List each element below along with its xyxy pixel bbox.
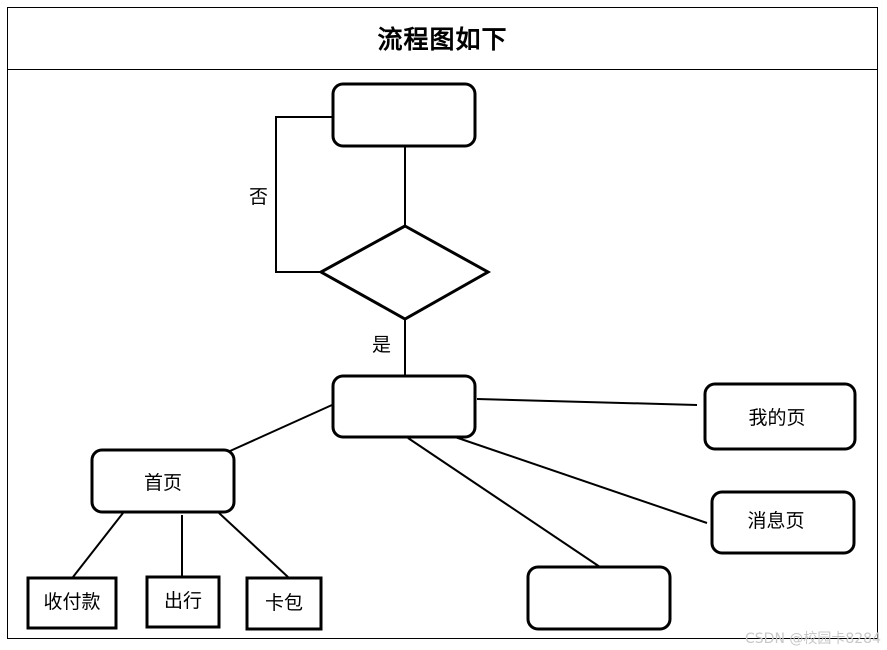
home-label: 首页	[144, 472, 182, 494]
payment-node	[26, 576, 118, 630]
cardpack-node	[245, 576, 323, 631]
hub-node	[331, 374, 477, 439]
travel-label: 出行	[164, 590, 202, 612]
connector-hub-mine	[476, 398, 698, 406]
bottom-node	[526, 565, 672, 631]
mine-label: 我的页	[748, 407, 805, 429]
travel-node	[145, 575, 221, 629]
decision-diamond	[317, 224, 492, 321]
no-label: 否	[249, 186, 268, 208]
home-node	[90, 448, 236, 514]
payment-label: 收付款	[43, 591, 100, 613]
connector-home-cardpack	[218, 512, 289, 578]
connector-hub-message	[454, 436, 708, 524]
cardpack-label: 卡包	[265, 592, 303, 614]
message-node	[710, 490, 856, 555]
connector-no-loop	[275, 116, 333, 273]
connector-hub-home	[229, 404, 333, 452]
diagram-frame	[7, 7, 878, 639]
title-bar: 流程图如下	[7, 7, 878, 70]
diagram-title: 流程图如下	[377, 25, 508, 54]
mine-node	[703, 382, 857, 451]
message-label: 消息页	[747, 510, 804, 532]
start-node	[331, 82, 477, 148]
watermark: CSDN @校园卡8284	[745, 631, 881, 647]
yes-label: 是	[372, 334, 391, 356]
connector-home-payment	[72, 512, 124, 578]
connector-hub-bottom	[407, 437, 601, 568]
